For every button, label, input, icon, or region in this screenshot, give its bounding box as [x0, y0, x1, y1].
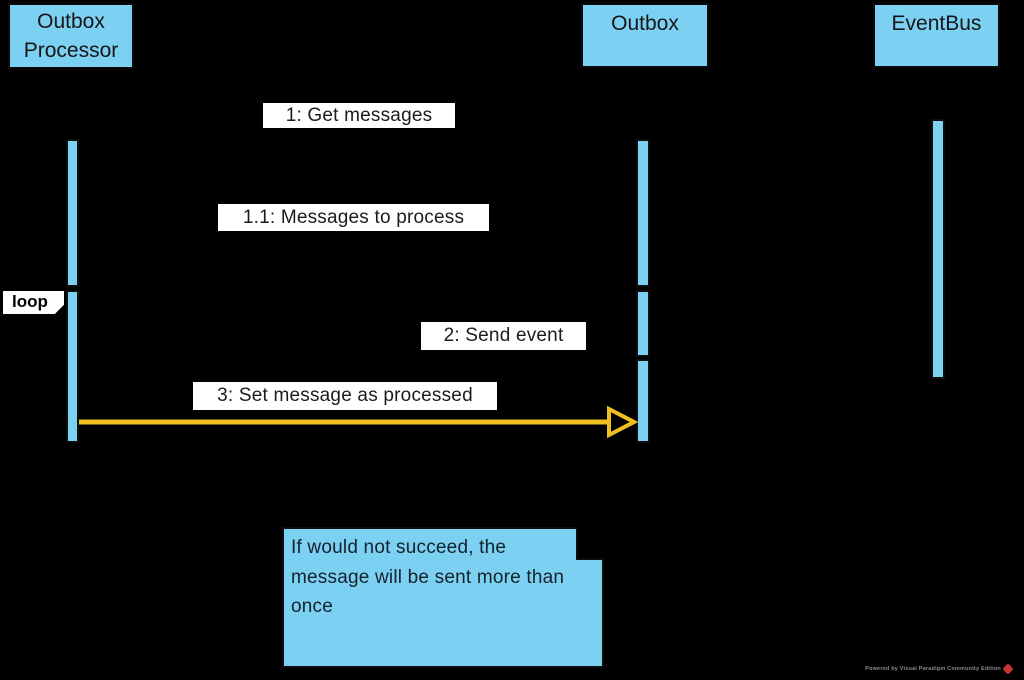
message-label-3: 3: Set message as processed [193, 382, 497, 410]
activation-bar-outbox-2 [636, 290, 650, 357]
participant-eventbus: EventBus [873, 3, 1000, 68]
message-3-arrowhead-icon [607, 405, 639, 439]
participant-eventbus-label: EventBus [891, 12, 982, 35]
activation-bar-outbox-processor-2 [66, 290, 79, 443]
note-text: If would not succeed, the message will b… [291, 537, 565, 617]
activation-bar-outbox-3 [636, 359, 650, 443]
visual-paradigm-logo-icon [1002, 663, 1014, 675]
watermark: Powered by Visual Paradigm Community Edi… [865, 663, 1014, 675]
activation-bar-eventbus [931, 119, 945, 379]
message-label-1-1: 1.1: Messages to process [218, 204, 489, 231]
activation-bar-outbox-1 [636, 139, 650, 287]
participant-outbox-processor: Outbox Processor [8, 3, 134, 69]
participant-outbox-processor-label: Outbox Processor [23, 10, 119, 62]
activation-bar-outbox-processor-1 [66, 139, 79, 287]
message-label-1: 1: Get messages [263, 103, 455, 128]
watermark-text: Powered by Visual Paradigm Community Edi… [865, 666, 1001, 672]
participant-outbox: Outbox [581, 3, 709, 68]
message-label-2: 2: Send event [421, 322, 586, 350]
participant-outbox-label: Outbox [611, 12, 679, 35]
loop-fragment-tag: loop [3, 291, 64, 314]
